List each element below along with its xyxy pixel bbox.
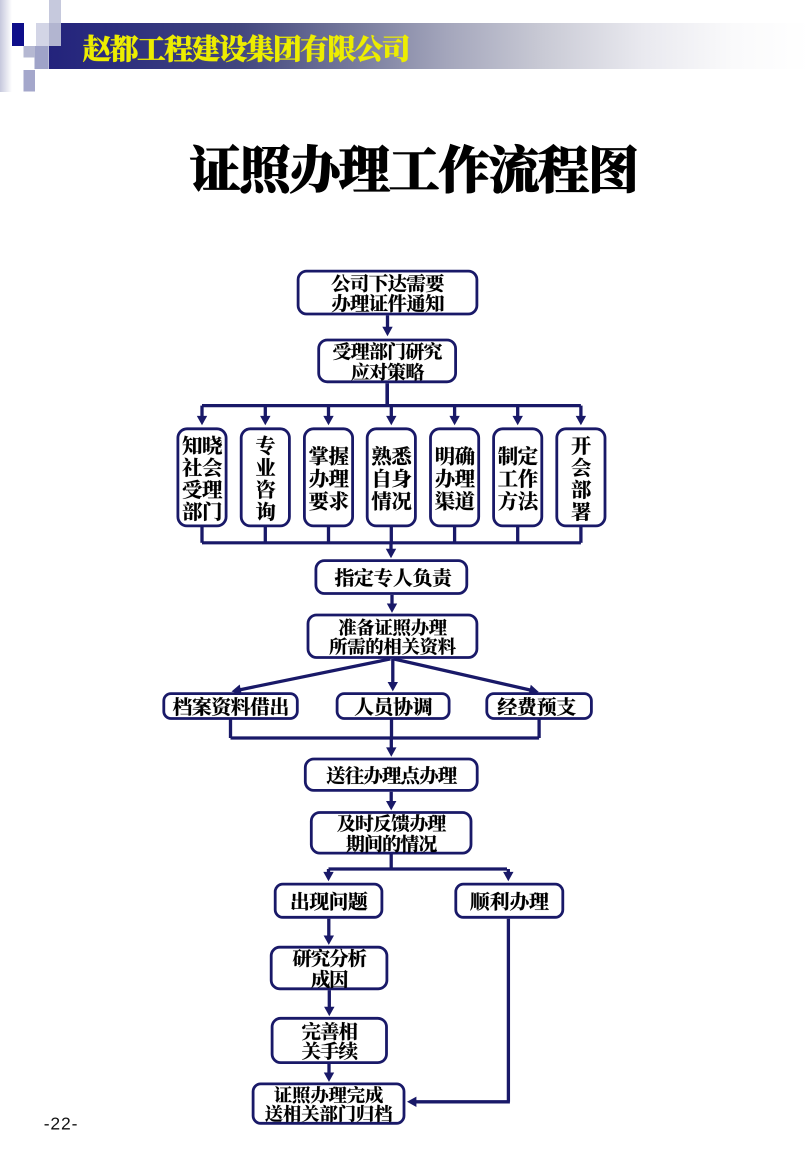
svg-text:-22-: -22- [44, 1113, 79, 1133]
